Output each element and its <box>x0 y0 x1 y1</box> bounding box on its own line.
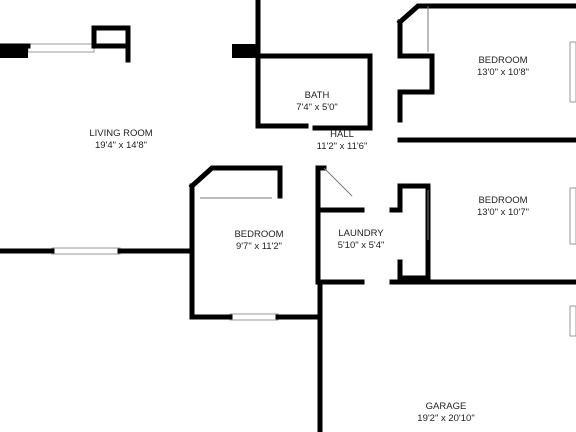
window <box>569 41 576 103</box>
window <box>229 313 279 321</box>
room-name: BEDROOM <box>478 195 528 206</box>
wall <box>396 3 576 26</box>
room-size: 19'2" x 20'10" <box>417 413 475 424</box>
room-name: BATH <box>304 90 330 101</box>
room-name: LAUNDRY <box>338 228 384 239</box>
wall <box>255 53 309 129</box>
room-name: BEDROOM <box>234 229 284 240</box>
door-swings <box>200 6 429 240</box>
room-label-living-room: LIVING ROOM 19'4" x 14'8" <box>89 128 152 152</box>
wall-stubs <box>0 44 258 58</box>
window-panes <box>27 41 576 337</box>
door-swing <box>323 167 353 197</box>
room-label-bedroom-1: BEDROOM 13'0" x 10'8" <box>477 55 529 79</box>
wall-stub <box>0 44 28 58</box>
window <box>27 43 95 53</box>
room-label-laundry: LAUNDRY 5'10" x 5'4" <box>338 228 385 252</box>
wall <box>397 183 431 281</box>
room-size: 13'0" x 10'8" <box>476 67 530 78</box>
room-label-bedroom-3: BEDROOM 9'7" x 11'2" <box>234 229 283 253</box>
wall <box>397 19 435 123</box>
room-size: 19'4" x 14'8" <box>94 140 148 151</box>
wall <box>189 183 233 320</box>
room-name: BEDROOM <box>478 55 528 66</box>
window <box>569 187 576 245</box>
room-size: 5'10" x 5'4" <box>337 240 385 251</box>
wall-stub <box>232 44 258 58</box>
wall <box>188 165 283 199</box>
wall <box>255 53 373 131</box>
room-size: 9'7" x 11'2" <box>235 241 283 252</box>
room-size: 13'0" x 10'7" <box>476 207 530 218</box>
room-name: LIVING ROOM <box>89 128 153 139</box>
room-label-hall: HALL 11'2" x 11'6" <box>317 129 368 153</box>
window <box>569 305 576 337</box>
window <box>51 247 121 255</box>
room-label-bath: BATH 7'4" x 5'0" <box>296 90 338 114</box>
room-name: GARAGE <box>425 401 467 412</box>
room-size: 11'2" x 11'6" <box>316 141 368 152</box>
room-size: 7'4" x 5'0" <box>296 102 338 113</box>
room-label-bedroom-2: BEDROOM 13'0" x 10'7" <box>477 195 529 219</box>
room-name: HALL <box>330 129 354 140</box>
room-label-garage: GARAGE 19'2" x 20'10" <box>417 401 474 425</box>
